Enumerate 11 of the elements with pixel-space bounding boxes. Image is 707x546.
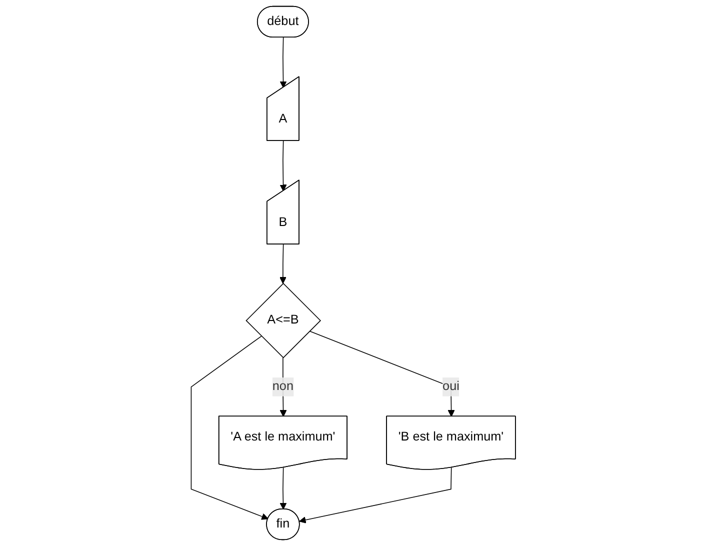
arrow (299, 467, 452, 524)
edge-label: non (272, 380, 294, 394)
arrow (280, 357, 287, 417)
arrow (191, 336, 269, 520)
arrow (280, 140, 287, 192)
arrow (309, 330, 455, 417)
node-diamond: A<=B (246, 282, 322, 358)
edge-label: oui (442, 380, 460, 394)
arrow (280, 467, 287, 510)
arrow (280, 244, 287, 284)
arrow (280, 37, 287, 88)
